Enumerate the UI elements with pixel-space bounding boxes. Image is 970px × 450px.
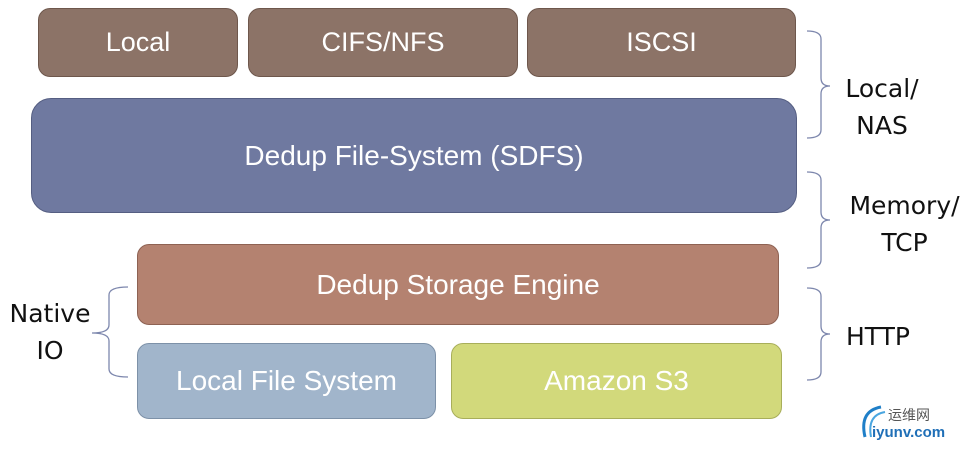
label-memory-tcp: Memory/ TCP — [842, 187, 967, 261]
layer-local-file-system-label: Local File System — [176, 365, 397, 396]
layer-amazon-s3: Amazon S3 — [451, 343, 782, 419]
bracket-native-io — [91, 286, 129, 378]
label-local-nas-line2: NAS — [856, 111, 908, 140]
label-native-io-line2: IO — [36, 336, 64, 365]
watermark: 运维网 iyunv.com — [855, 403, 970, 445]
watermark-en-text: iyunv.com — [872, 424, 946, 441]
layer-amazon-s3-label: Amazon S3 — [544, 365, 689, 396]
bracket-memory-tcp — [806, 171, 831, 269]
layer-cifs-nfs-label: CIFS/NFS — [321, 27, 445, 57]
layer-iscsi-label: ISCSI — [626, 27, 697, 57]
layer-dedup-storage-engine: Dedup Storage Engine — [137, 244, 779, 325]
bracket-local-nas — [806, 30, 831, 139]
layer-iscsi: ISCSI — [527, 8, 796, 77]
label-memory-tcp-line1: Memory/ — [849, 191, 960, 220]
layer-local-label: Local — [105, 27, 171, 57]
layer-local-file-system: Local File System — [137, 343, 436, 419]
bracket-http — [806, 287, 831, 381]
label-http-line1: HTTP — [846, 322, 910, 351]
layer-dedup-storage-engine-label: Dedup Storage Engine — [316, 268, 600, 300]
label-local-nas-line1: Local/ — [845, 74, 919, 103]
layer-dedup-filesystem: Dedup File-System (SDFS) — [31, 98, 797, 213]
label-native-io-line1: Native — [9, 299, 91, 328]
label-local-nas: Local/ NAS — [832, 70, 932, 144]
label-http: HTTP — [838, 318, 918, 355]
layer-dedup-filesystem-label: Dedup File-System (SDFS) — [244, 139, 584, 171]
watermark-logo-icon — [862, 405, 886, 438]
label-native-io: Native IO — [0, 295, 100, 369]
watermark-cn-text: 运维网 — [888, 408, 930, 424]
layer-local: Local — [38, 8, 238, 77]
layer-cifs-nfs: CIFS/NFS — [248, 8, 518, 77]
label-memory-tcp-line2: TCP — [881, 228, 928, 257]
